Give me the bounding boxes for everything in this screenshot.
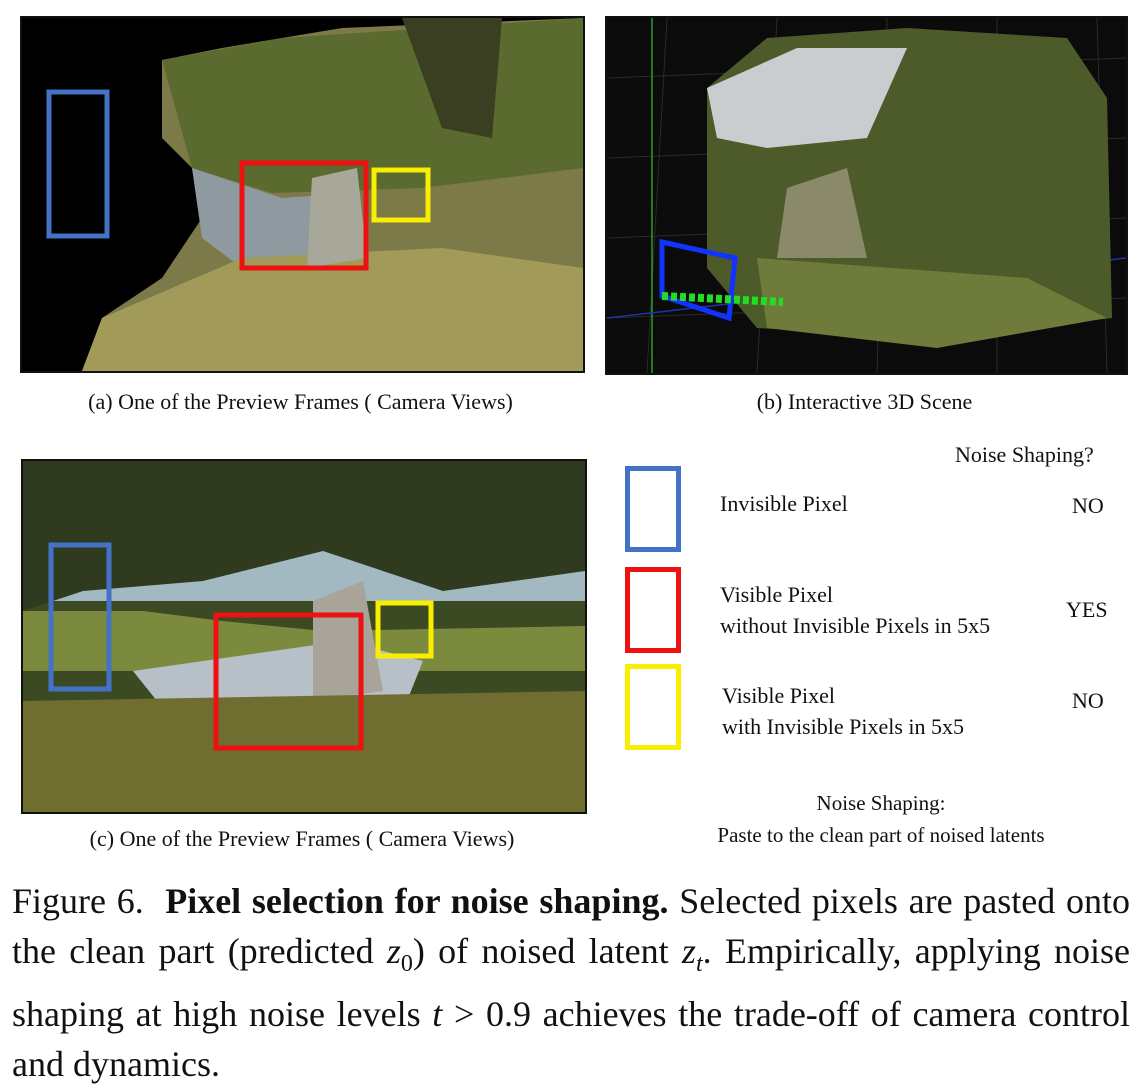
- panel-b-image: [605, 16, 1128, 375]
- legend-label-visible-mixed: Visible Pixel with Invisible Pixels in 5…: [722, 683, 964, 739]
- legend-box-invisible: [625, 466, 681, 552]
- legend-box-visible-clean: [625, 567, 681, 653]
- panel-c-caption: (c) One of the Preview Frames ( Camera V…: [89, 826, 515, 851]
- panel-c-image: [21, 459, 587, 814]
- figure-label: Figure 6.: [12, 881, 144, 921]
- legend-answer-invisible: NO: [1072, 493, 1104, 518]
- legend-label-invisible: Invisible Pixel: [720, 491, 848, 516]
- panel-a-caption: (a) One of the Preview Frames ( Camera V…: [88, 389, 513, 414]
- legend-answer-visible-mixed: NO: [1072, 688, 1104, 713]
- legend-label-visible-clean: Visible Pixel without Invisible Pixels i…: [720, 582, 991, 638]
- legend-box-visible-mixed: [625, 664, 681, 750]
- noise-shaping-note: Noise Shaping: Paste to the clean part o…: [717, 791, 1045, 847]
- panel-a-image: [20, 16, 585, 373]
- legend-answer-visible-clean: YES: [1066, 597, 1108, 622]
- figure-title: Pixel selection for noise shaping.: [165, 881, 669, 921]
- legend-column-title: Noise Shaping?: [955, 442, 1094, 467]
- panel-b-caption: (b) Interactive 3D Scene: [756, 389, 973, 414]
- figure-caption: Figure 6. Pixel selection for noise shap…: [12, 881, 1130, 1085]
